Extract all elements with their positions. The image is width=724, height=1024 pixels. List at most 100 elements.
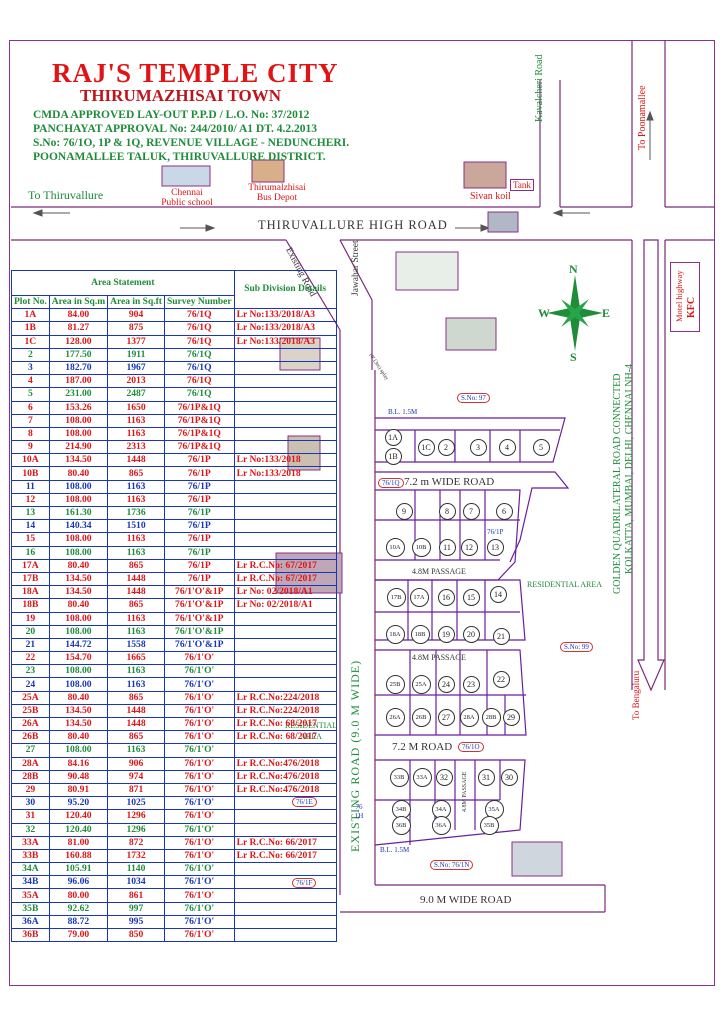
- plot-number: 3: [469, 438, 487, 456]
- sub-division-cell: Lr R.C.No: 67/2017: [233, 571, 337, 587]
- jawahar-street-label: Jawahar Street: [351, 240, 361, 296]
- sub-division-cell: [233, 360, 337, 376]
- area-sqft-cell: 1163: [107, 664, 165, 679]
- area-sqm-cell: 108.00: [48, 532, 109, 547]
- plot-no-cell: 17B: [11, 571, 50, 587]
- plot-number: 23: [462, 675, 480, 693]
- sub-division-cell: [233, 374, 337, 389]
- area-sqm-cell: 80.91: [48, 782, 109, 798]
- area-sqm-cell: 80.40: [48, 690, 109, 705]
- compass-w: W: [538, 306, 550, 320]
- area-sqft-cell: 1448: [107, 703, 165, 719]
- area-sqft-cell: 865: [107, 466, 165, 481]
- town-name: THIRUMAZHISAI TOWN: [80, 86, 282, 105]
- sub-division-cell: [233, 862, 337, 877]
- area-sqft-cell: 1296: [107, 822, 165, 837]
- plot-number: 11: [438, 538, 456, 556]
- plot-no-cell: 4: [11, 374, 50, 389]
- survey-number-cell: 76/1'O': [163, 690, 235, 705]
- area-sqft-cell: 1732: [107, 848, 165, 864]
- plot-number: 19: [437, 625, 455, 643]
- plot-no-cell: 26A: [11, 716, 50, 732]
- plot-number: 30: [500, 768, 518, 786]
- plot-number: 10A: [385, 537, 405, 557]
- sub-division-cell: [233, 901, 337, 916]
- plot-no-cell: 35B: [11, 901, 50, 916]
- survey-number-cell: 76/1P: [163, 519, 235, 534]
- sub-division-cell: [233, 888, 337, 903]
- plot-no-cell: 17A: [11, 558, 50, 573]
- plot-number: 36A: [431, 815, 451, 835]
- compass-n: N: [569, 262, 578, 276]
- sub-division-header: Sub Division Details: [233, 269, 337, 310]
- area-sqm-cell: 108.00: [48, 743, 109, 758]
- sub-division-cell: Lr No:133/2018: [233, 466, 337, 481]
- plot-no-cell: 20: [11, 624, 50, 639]
- sub-division-cell: [233, 505, 337, 521]
- survey-number-cell: 76/1P: [163, 492, 235, 508]
- area-sqft-cell: 1967: [107, 360, 165, 376]
- survey-number-cell: 76/1'O': [163, 716, 235, 732]
- survey-number-cell: 76/1'O': [163, 914, 235, 930]
- plot-number: 14: [489, 585, 507, 603]
- survey-number-cell: 76/1'O': [163, 862, 235, 877]
- residential-area-right: RESIDENTIAL AREA: [527, 580, 603, 589]
- survey-number-cell: 76/1'O': [163, 927, 235, 943]
- bus-depot-label: Thirumalzhisai Bus Depot: [248, 183, 306, 203]
- plot-no-cell: 14: [11, 519, 50, 534]
- area-sqft-cell: 995: [107, 914, 165, 930]
- plot-no-cell: 1C: [11, 334, 50, 349]
- sub-division-cell: [233, 651, 337, 666]
- area-sqft-cell: 1163: [107, 532, 165, 547]
- kfc-label: KFC: [686, 296, 697, 318]
- survey-number-cell: 76/1Q: [163, 347, 235, 362]
- area-sqm-cell: 80.40: [48, 466, 109, 481]
- plot-no-cell: 11: [11, 479, 50, 494]
- plot-number: 9: [395, 502, 413, 520]
- area-sqft-cell: 1296: [107, 809, 165, 824]
- sub-division-cell: [233, 545, 337, 560]
- sub-division-cell: Lr R.C.No: 68/2017: [233, 716, 337, 732]
- area-sqm-cell: 80.40: [48, 558, 109, 573]
- plot-no-cell: 21: [11, 637, 50, 653]
- area-sqm-cell: 128.00: [48, 334, 109, 349]
- plot-number: 10B: [411, 537, 431, 557]
- plot-no-cell: 18A: [11, 585, 50, 600]
- plot-number: 35B: [479, 815, 499, 835]
- sub-division-cell: [233, 611, 337, 626]
- sub-division-cell: Lr R.C.No:476/2018: [233, 782, 337, 798]
- area-sqm-cell: 108.00: [48, 492, 109, 508]
- plot-no-cell: 6: [11, 400, 50, 415]
- plot-no-cell: 32: [11, 822, 50, 837]
- sub-division-cell: [233, 677, 337, 692]
- plot-no-cell: 10B: [11, 466, 50, 481]
- area-sqft-cell: 1448: [107, 585, 165, 600]
- sub-division-cell: [233, 426, 337, 442]
- plot-no-cell: 35A: [11, 888, 50, 903]
- survey-number-cell: 76/1'O': [163, 743, 235, 758]
- plot-no-cell: 31: [11, 809, 50, 824]
- area-sqft-cell: 1163: [107, 677, 165, 692]
- passage-label-2: 4.8M PASSAGE: [412, 653, 466, 662]
- plot-no-cell: 27: [11, 743, 50, 758]
- district-line: POONAMALLEE TALUK, THIRUVALLURE DISTRICT…: [33, 151, 326, 163]
- plot-number: 7: [462, 502, 480, 520]
- area-sqm-cell: 144.72: [48, 637, 109, 653]
- sub-division-cell: Lr R.C.No:476/2018: [233, 769, 337, 784]
- sno-76-1n-label: S.No: 76/1N: [430, 860, 474, 870]
- plot-number: 26B: [411, 707, 431, 727]
- survey-number-cell: 76/1'O'&1P: [163, 624, 235, 639]
